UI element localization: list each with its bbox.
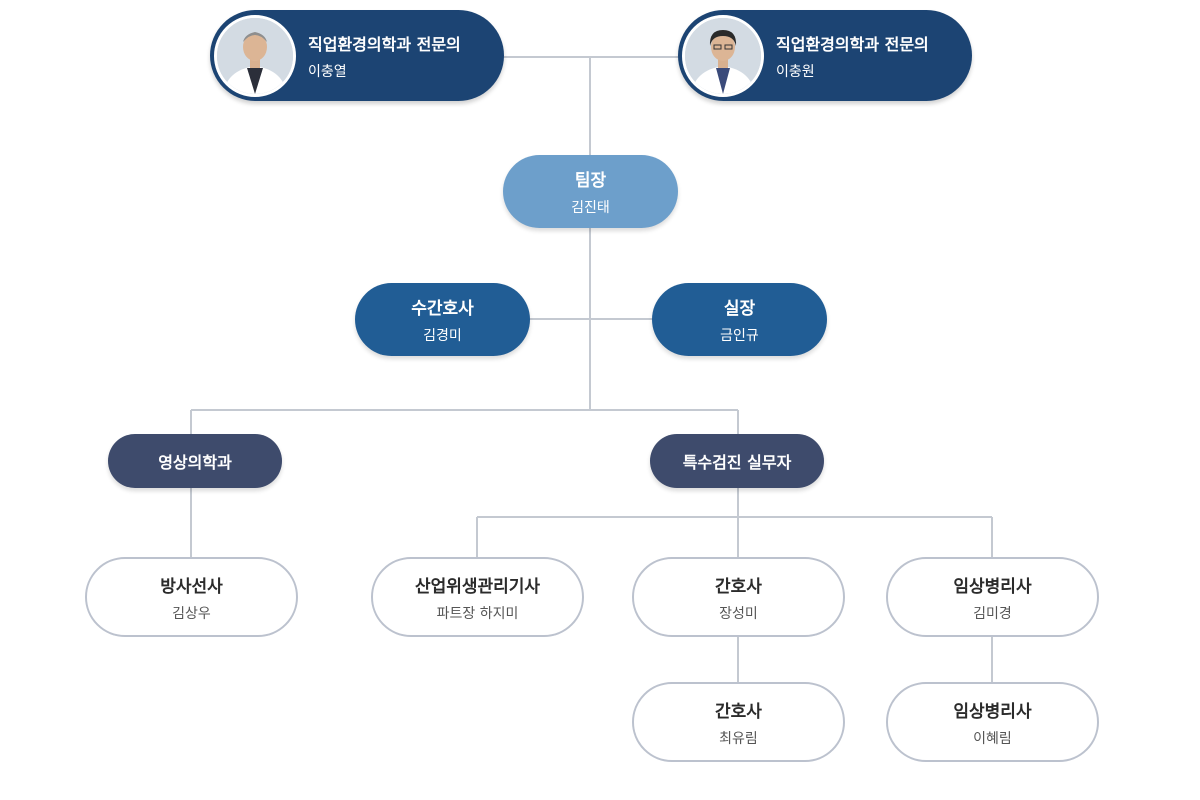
special-exam-node: 특수검진 실무자 — [650, 434, 824, 488]
chief-name: 금인규 — [720, 328, 759, 344]
radiographer-name: 김상우 — [172, 605, 211, 622]
doctor-portrait-1 — [217, 17, 293, 94]
head-nurse-title: 수간호사 — [411, 299, 474, 319]
nurse-node-1: 간호사 장성미 — [632, 557, 845, 637]
nurse-name-1: 장성미 — [719, 605, 758, 622]
hygienist-node: 산업위생관리기사 파트장 하지미 — [371, 557, 584, 637]
nurse-name-2: 최유림 — [719, 730, 758, 747]
pathologist-name-1: 김미경 — [973, 605, 1012, 622]
radiographer-title: 방사선사 — [160, 576, 223, 597]
doctor-name-2: 이충원 — [776, 63, 815, 80]
radiology-dept-title: 영상의학과 — [158, 453, 232, 472]
pathologist-title-1: 임상병리사 — [953, 576, 1032, 597]
nurse-title-1: 간호사 — [715, 576, 762, 597]
doctor-title-2: 직업환경의학과 전문의 — [776, 34, 929, 54]
doctor-node-2: 직업환경의학과 전문의 이충원 — [678, 10, 972, 101]
chief-node: 실장 금인규 — [652, 283, 827, 356]
hygienist-title: 산업위생관리기사 — [414, 576, 541, 597]
pathologist-node-2: 임상병리사 이혜림 — [886, 682, 1099, 762]
pathologist-node-1: 임상병리사 김미경 — [886, 557, 1099, 637]
nurse-node-2: 간호사 최유림 — [632, 682, 845, 762]
doctor-photo-2 — [682, 14, 764, 97]
nurse-title-2: 간호사 — [715, 701, 762, 722]
team-lead-name: 김진태 — [571, 200, 610, 216]
doctor-photo-1 — [214, 14, 296, 97]
doctor-node-1: 직업환경의학과 전문의 이충열 — [210, 10, 504, 101]
team-lead-title: 팀장 — [574, 171, 607, 191]
head-nurse-node: 수간호사 김경미 — [355, 283, 530, 356]
radiographer-node: 방사선사 김상우 — [85, 557, 298, 637]
head-nurse-name: 김경미 — [423, 328, 462, 344]
special-exam-title: 특수검진 실무자 — [682, 453, 792, 472]
chief-title: 실장 — [723, 299, 756, 319]
hygienist-name: 파트장 하지미 — [436, 605, 519, 622]
doctor-name-1: 이충열 — [308, 63, 347, 80]
doctor-title-1: 직업환경의학과 전문의 — [308, 34, 461, 54]
pathologist-title-2: 임상병리사 — [953, 701, 1032, 722]
doctor-portrait-2 — [685, 17, 761, 94]
team-lead-node: 팀장 김진태 — [503, 155, 678, 228]
pathologist-name-2: 이혜림 — [973, 730, 1012, 747]
radiology-dept-node: 영상의학과 — [108, 434, 282, 488]
